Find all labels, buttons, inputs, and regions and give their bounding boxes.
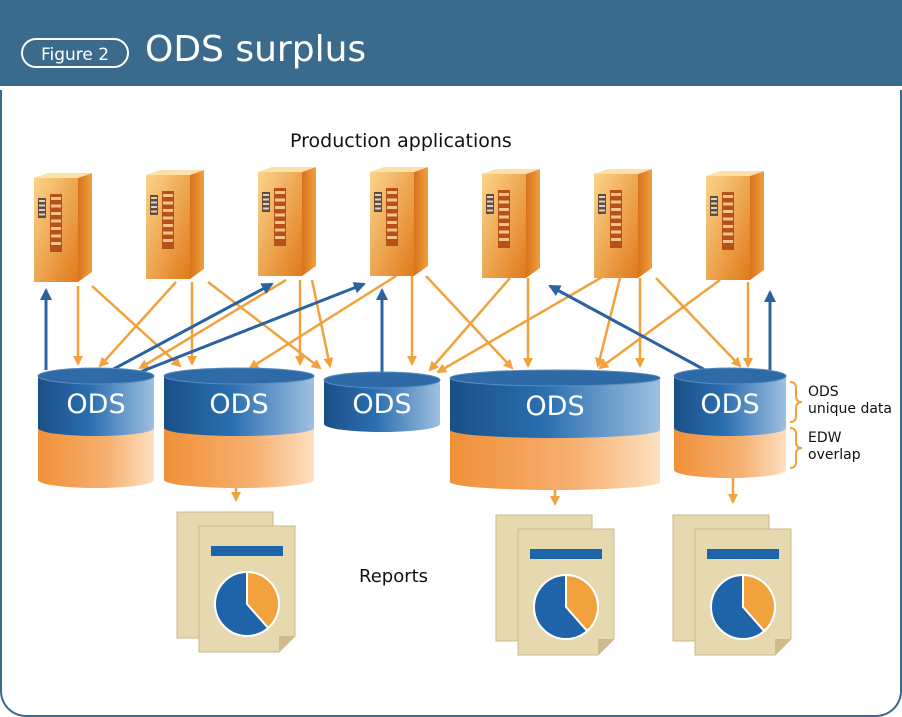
production-servers: [34, 167, 764, 282]
figure-header: [0, 0, 902, 86]
blue-arrow: [548, 284, 717, 378]
orange-arrow: [98, 281, 177, 368]
server-icon: [482, 169, 540, 278]
orange-arrow: [207, 281, 322, 370]
edw-overlap-label-line2: overlap: [808, 447, 861, 463]
ods-unique-brace: [789, 381, 803, 423]
server-icon: [34, 173, 92, 282]
arrow-layer: [40, 274, 776, 506]
server-icon: [146, 170, 204, 279]
edw-overlap-brace: [789, 427, 803, 469]
ods-label: ODS: [209, 389, 268, 420]
ods-label: ODS: [700, 389, 759, 420]
ods-cylinder: ODS: [449, 369, 661, 490]
figure-title: ODS surplus: [145, 29, 367, 70]
server-icon: [594, 169, 652, 278]
report-stack-icon: [176, 511, 296, 653]
server-icon: [258, 167, 316, 276]
report-stacks: [176, 511, 792, 656]
orange-arrow: [598, 278, 721, 370]
header-divider: [0, 86, 902, 90]
production-applications-label: Production applications: [290, 130, 512, 152]
orange-arrow: [248, 274, 397, 370]
ods-label: ODS: [525, 391, 584, 422]
orange-arrow: [428, 277, 511, 372]
server-icon: [370, 167, 428, 276]
blue-arrow: [129, 282, 366, 378]
ods-label: ODS: [66, 389, 125, 420]
server-icon: [706, 171, 764, 280]
ods-label: ODS: [352, 389, 411, 420]
ods-cylinder: ODS: [37, 367, 155, 488]
orange-arrow: [655, 277, 742, 368]
ods-cylinder: ODS: [163, 367, 315, 488]
ods-stores: ODS ODS ODS ODS ODS: [37, 367, 787, 490]
ods-unique-label-line1: ODS: [808, 384, 839, 400]
ods-unique-label-line2: unique data: [808, 401, 892, 417]
orange-arrow: [138, 278, 287, 370]
reports-label: Reports: [359, 566, 428, 587]
blue-arrow: [107, 282, 274, 374]
orange-arrow: [436, 274, 605, 374]
orange-arrow: [425, 275, 514, 370]
orange-arrow: [595, 277, 622, 368]
ods-cylinder: ODS: [673, 367, 787, 478]
edw-overlap-label-line1: EDW: [808, 430, 842, 446]
ods-cylinder: ODS: [323, 371, 441, 432]
report-stack-icon: [672, 514, 792, 656]
report-stack-icon: [495, 514, 615, 656]
figure-badge: Figure 2: [21, 38, 129, 68]
